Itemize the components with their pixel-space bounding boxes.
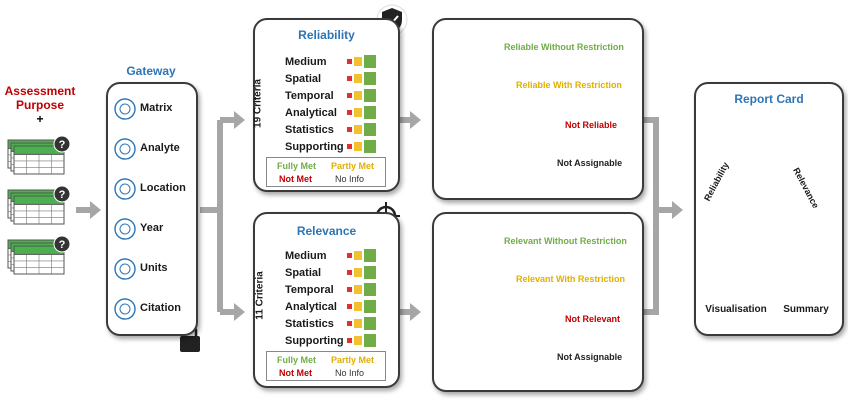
- legend-partly-met: Partly Met: [331, 355, 375, 365]
- reliability-outcomes-panel: [432, 18, 644, 200]
- reliability-panel: [253, 18, 400, 192]
- legend-not-met: Not Met: [279, 174, 312, 184]
- rating-squares: [347, 72, 376, 85]
- matrix-icon: [114, 98, 136, 120]
- location-icon: [114, 178, 136, 200]
- question-mark: ?: [59, 189, 66, 201]
- arrow-head: [234, 111, 245, 129]
- analyte-icon: [114, 138, 136, 160]
- arrow-head: [410, 111, 421, 129]
- input-data-stack-2: ?: [7, 185, 71, 225]
- question-mark: ?: [59, 239, 66, 251]
- legend-no-info: No Info: [335, 368, 365, 378]
- relevance-outcome-label: Not Relevant: [565, 314, 621, 324]
- reliability-criterion-medium: Medium: [285, 56, 327, 68]
- rating-squares: [347, 140, 376, 153]
- report-card-panel: [694, 82, 844, 336]
- rating-squares: [347, 249, 376, 262]
- arrow-head: [410, 303, 421, 321]
- reliability-outcome-label: Reliable With Restriction: [516, 80, 622, 90]
- input-data-stack-3: ?: [7, 235, 71, 275]
- question-mark: ?: [59, 139, 66, 151]
- rating-squares: [347, 89, 376, 102]
- reliability-outcome-label: Reliable Without Restriction: [504, 42, 624, 52]
- plus-sign: +: [36, 112, 44, 126]
- relevance-criterion-temporal: Temporal: [285, 284, 334, 296]
- report-card-title: Report Card: [734, 92, 804, 106]
- gateway-item-location: Location: [114, 178, 198, 202]
- gateway-item-year: Year: [114, 218, 198, 242]
- legend-not-met: Not Met: [279, 368, 312, 378]
- rating-squares: [347, 317, 376, 330]
- relevance-criterion-supporting: Supporting: [285, 335, 344, 347]
- summary-label: Summary: [783, 304, 829, 315]
- gateway-item-analyte: Analyte: [114, 138, 198, 162]
- gateway-item-matrix: Matrix: [114, 98, 198, 122]
- legend-no-info: No Info: [335, 174, 365, 184]
- relevance-criterion-statistics: Statistics: [285, 318, 334, 330]
- rating-squares: [347, 55, 376, 68]
- reliability-criterion-spatial: Spatial: [285, 73, 322, 85]
- clock-icon: [114, 218, 136, 240]
- rating-squares: [347, 283, 376, 296]
- gateway-item-label: Year: [140, 222, 164, 234]
- rating-squares: [347, 334, 376, 347]
- citation-icon: [114, 298, 136, 320]
- relevance-outcomes-panel: [432, 212, 644, 392]
- gateway-item-label: Location: [140, 182, 186, 194]
- gateway-item-label: Citation: [140, 302, 181, 314]
- reliability-criterion-supporting: Supporting: [285, 141, 344, 153]
- input-data-stack-1: ?: [7, 135, 71, 175]
- gateway-item-label: Analyte: [140, 142, 180, 154]
- reliability-criterion-temporal: Temporal: [285, 90, 334, 102]
- flow-arrows: [76, 111, 683, 321]
- relevance-outcome-label: Relevant Without Restriction: [504, 236, 627, 246]
- arrow-head: [672, 201, 683, 219]
- relevance-criterion-medium: Medium: [285, 250, 327, 262]
- gateway-title: Gateway: [126, 64, 176, 78]
- reliability-criterion-analytical: Analytical: [285, 107, 337, 119]
- relevance-criterion-spatial: Spatial: [285, 267, 322, 279]
- arrow-head: [234, 303, 245, 321]
- assessment-title-line1: Assessment: [4, 84, 76, 98]
- gateway-item-units: Units: [114, 258, 198, 282]
- reliability-criterion-statistics: Statistics: [285, 124, 334, 136]
- rating-squares: [347, 300, 376, 313]
- assessment-purpose-title: Assessment Purpose +: [4, 84, 76, 126]
- legend-fully-met: Fully Met: [277, 355, 317, 365]
- gateway-panel: [106, 82, 198, 336]
- visualisation-label: Visualisation: [705, 304, 767, 315]
- reliability-legend: Fully Met Partly Met Not Met No Info: [266, 157, 386, 187]
- rating-squares: [347, 266, 376, 279]
- reliability-outcome-label: Not Assignable: [557, 158, 623, 168]
- legend-fully-met: Fully Met: [277, 161, 317, 171]
- relevance-legend: Fully Met Partly Met Not Met No Info: [266, 351, 386, 381]
- reliability-title: Reliability: [298, 28, 355, 42]
- gateway-item-label: Units: [140, 262, 168, 274]
- relevance-outcome-label: Relevant With Restriction: [516, 274, 625, 284]
- scale-icon: [114, 258, 136, 280]
- assessment-title-line2: Purpose: [15, 98, 64, 112]
- gateway-item-citation: Citation: [114, 298, 198, 322]
- relevance-outcome-label: Not Assignable: [557, 352, 623, 362]
- gateway-item-label: Matrix: [140, 102, 173, 114]
- rating-squares: [347, 123, 376, 136]
- reliability-outcome-label: Not Reliable: [565, 120, 618, 130]
- legend-partly-met: Partly Met: [331, 161, 375, 171]
- relevance-title: Relevance: [296, 224, 357, 238]
- arrow-head: [90, 201, 101, 219]
- rating-squares: [347, 106, 376, 119]
- relevance-criterion-analytical: Analytical: [285, 301, 337, 313]
